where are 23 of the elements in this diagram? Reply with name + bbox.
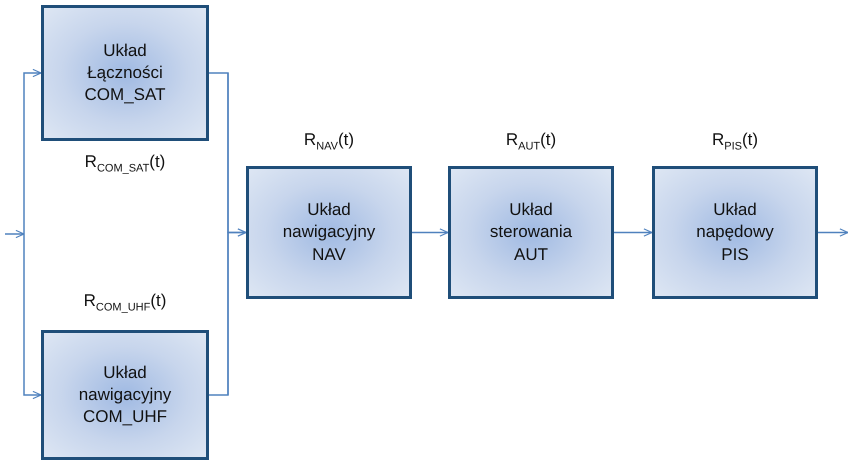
arrow (818, 228, 849, 237)
arrow (5, 230, 25, 238)
process-box (41, 5, 209, 141)
process-box (652, 166, 818, 299)
arrow (412, 228, 449, 237)
process-box (246, 166, 412, 299)
reliability-label: R$_{COM_UHF}$(t) (84, 291, 166, 314)
reliability-label: R$_{NAV}$(t) (304, 130, 354, 152)
arrow (614, 228, 653, 237)
arrow (209, 228, 247, 396)
process-box (448, 166, 614, 299)
box-label: Układ Łączności COM_SAT (84, 40, 166, 106)
reliability-label: R$_{COM_SAT}$(t) (84, 152, 166, 174)
reliability-label: R$_{AUT}$(t) (506, 130, 556, 152)
connector-line (227, 73, 229, 395)
box-label: Układ nawigacyjny COM_UHF (78, 362, 172, 428)
arrow (23, 234, 42, 400)
box-label: Układ sterowania AUT (488, 199, 574, 266)
box-label: Układ nawigacyjny NAV (282, 199, 376, 266)
box-label: Układ napędowy PIS (695, 199, 775, 266)
arrow (23, 68, 42, 234)
process-box (41, 330, 209, 460)
reliability-label: R$_{PIS}$(t) (712, 130, 758, 152)
